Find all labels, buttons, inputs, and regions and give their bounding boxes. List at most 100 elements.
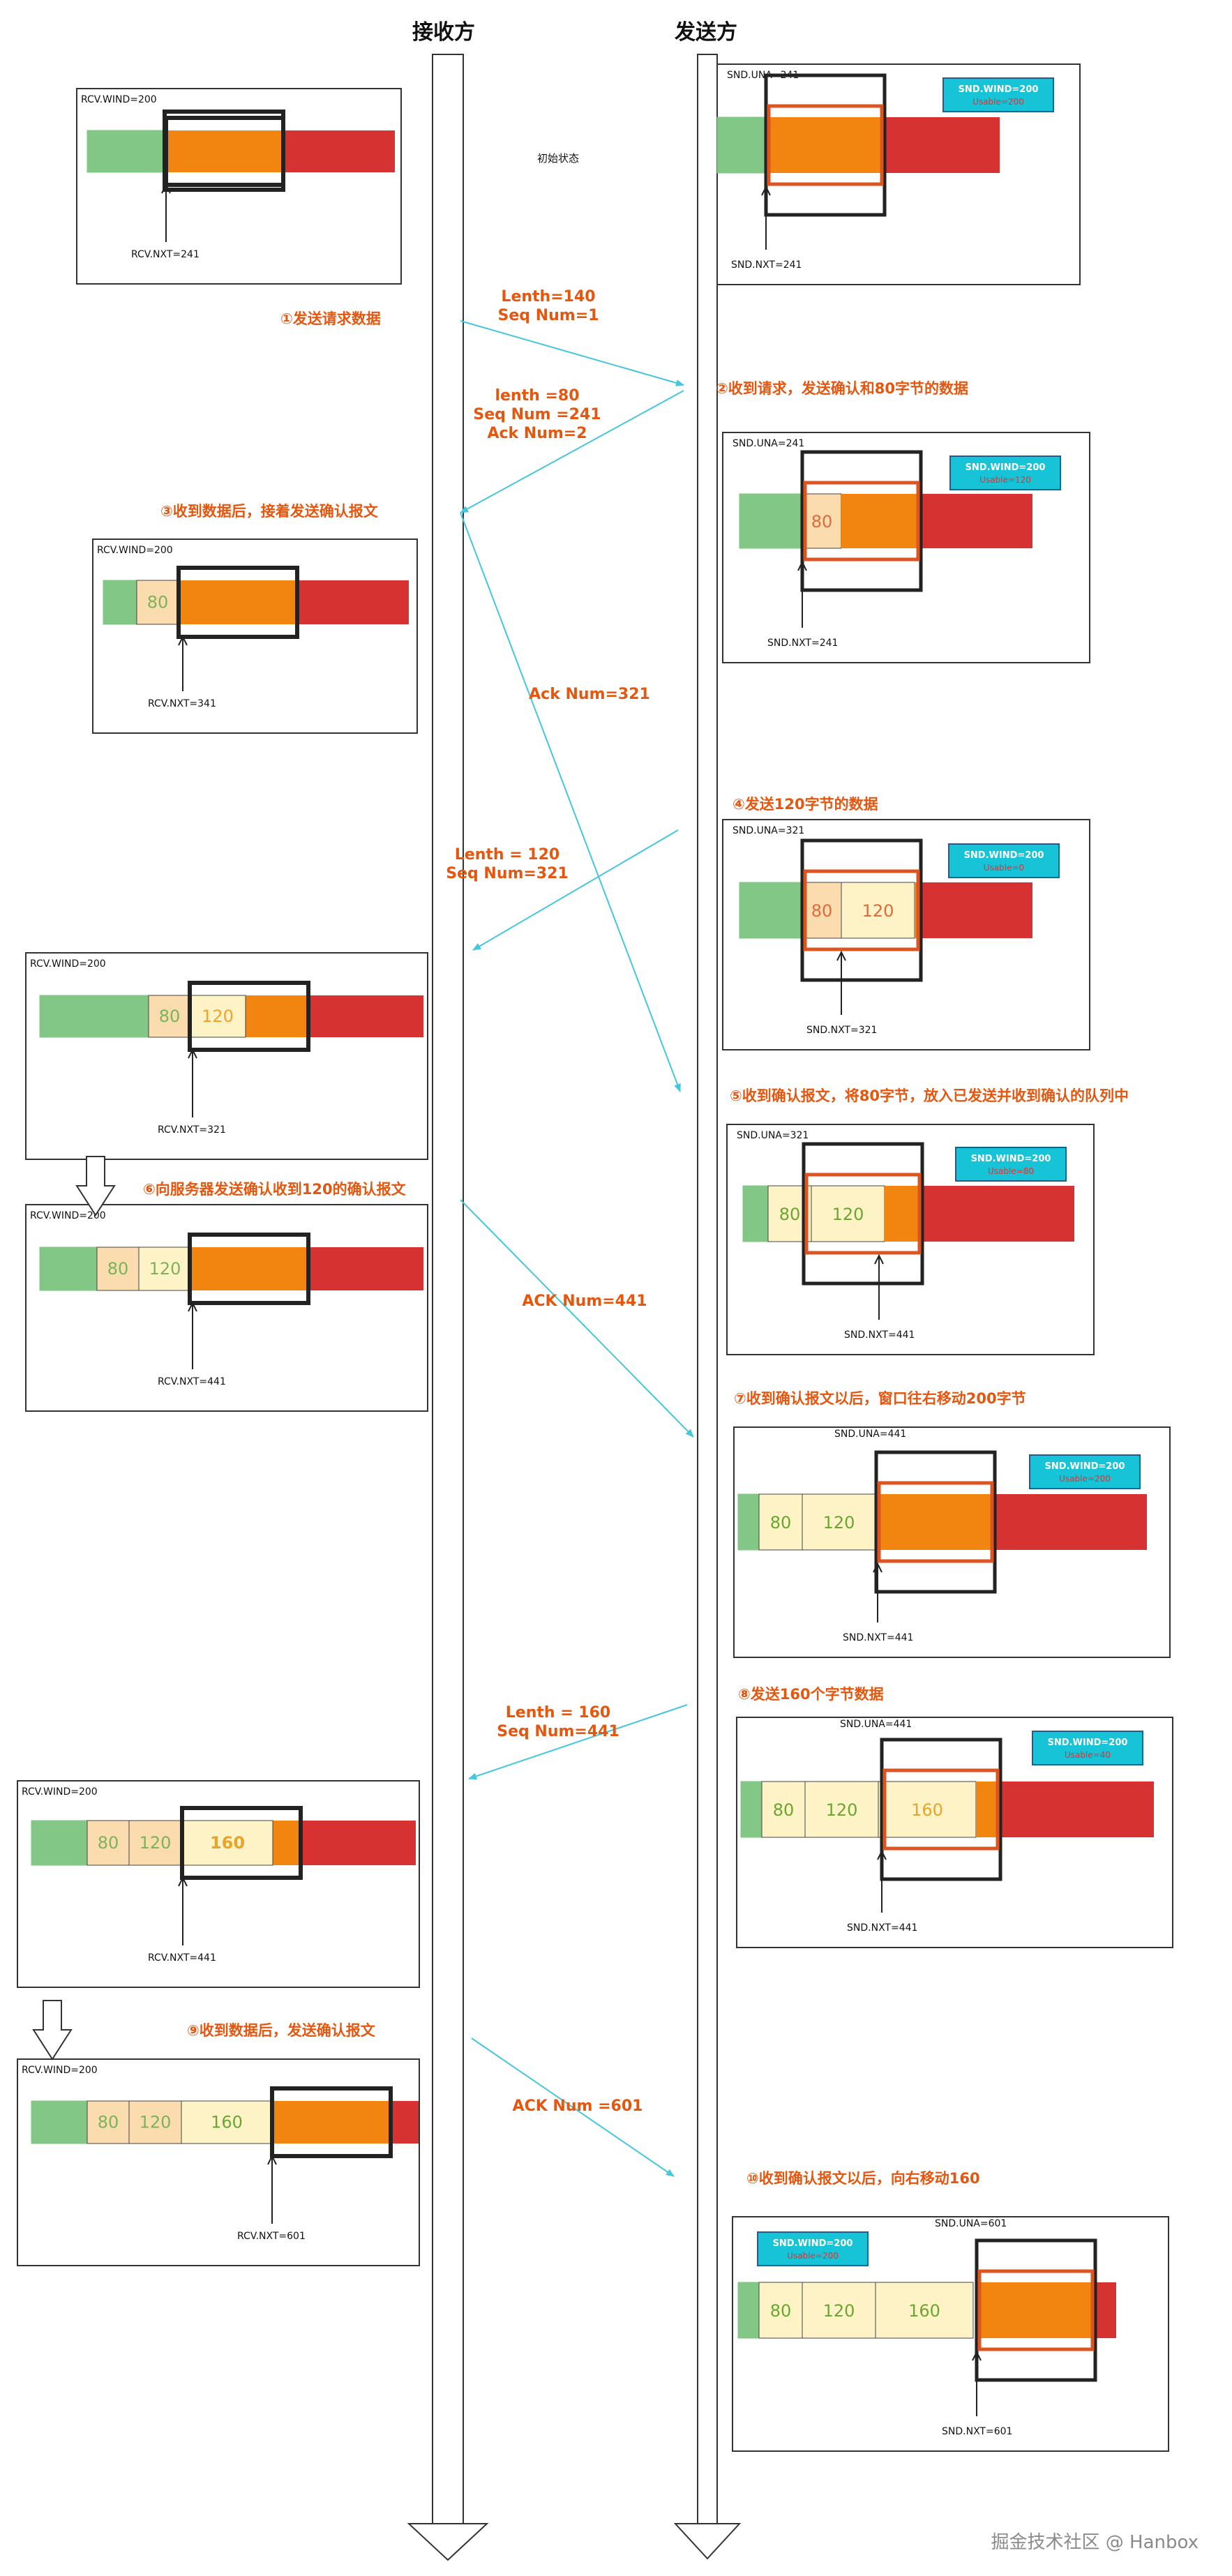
data-segment [181,2100,273,2144]
acked-region [87,130,165,173]
data-segment [87,1820,130,1866]
snd-usable-label: Usable=200 [1059,1474,1111,1484]
segment-value: 80 [773,1800,795,1820]
message-arrow [471,2038,675,2177]
segment-value: 160 [210,1833,245,1853]
rcv-nxt-label: RCV.NXT=601 [237,2231,306,2242]
segment-value: 80 [811,901,833,921]
data-segment [87,2100,130,2144]
not-allowed-region [1095,2282,1116,2338]
snd-wind-label: SND.WIND=200 [971,1154,1051,1164]
pointer-arrow-icon [874,1253,884,1265]
segment-value: 80 [779,1205,801,1224]
send-window-frame [800,450,923,592]
usable-window-frame [877,1481,994,1563]
snd-una-label: SND.UNA=241 [727,70,799,81]
segment-value: 120 [149,1259,181,1279]
snd-wind-label: SND.WIND=200 [966,462,1046,473]
usable-window-frame [803,481,920,562]
step-label: ⑧发送160个字节数据 [738,1686,884,1703]
usable-window-frame [804,1173,922,1255]
window-frame [163,110,285,192]
segment-value: 80 [811,512,833,532]
usable-window-frame [882,1768,1000,1851]
data-segment [148,995,191,1038]
send-window-frame [764,73,887,217]
not-allowed-region [391,2101,419,2144]
pointer-arrow-icon [178,635,188,646]
message-label: Seq Num=321 [446,865,569,882]
receiver-header: 接收方 [412,20,475,45]
send-window-frame [874,1450,997,1594]
acked-region [31,2100,88,2144]
rcv-wind-label: RCV.WIND=200 [30,1210,106,1221]
receive-window [179,580,297,624]
receiver-panel: RCV.WIND=20080120120RCV.NXT=321 [25,952,428,1160]
rcv-wind-label: RCV.WIND=200 [97,545,173,556]
data-segment [128,2100,182,2144]
data-segment [841,882,915,939]
pointer-arrow-icon [161,183,171,194]
segment-value: 120 [832,1205,864,1224]
message-label: Lenth = 120 [455,846,559,864]
message-label: Lenth=140 [501,288,595,306]
segment-value: 80 [107,1259,129,1279]
rcv-nxt-label: RCV.NXT=341 [148,698,216,709]
segment-value: 120 [140,2113,172,2132]
snd-usable-label: Usable=200 [787,2251,839,2261]
pointer-arrow-icon [797,560,807,571]
snd-wind-badge [949,455,1061,490]
sender-panel: SND.UNA=24180SND.WIND=200Usable=120SND.N… [722,432,1090,663]
segment-value: 160 [908,2301,940,2321]
data-segment [811,1185,885,1242]
snd-una-label: SND.UNA=601 [935,2218,1007,2229]
window-frame [176,566,299,639]
segment-value: 120 [826,1800,858,1820]
usable-window [977,2282,1095,2338]
message-label: Seq Num=1 [498,307,599,324]
snd-wind-badge [948,843,1060,878]
rcv-wind-label: RCV.WIND=200 [30,958,106,970]
watermark: 掘金技术社区 @ Hanbox [991,2532,1199,2553]
pointer-arrow-icon [873,1562,882,1573]
receive-window [166,130,283,172]
snd-nxt-label: SND.NXT=441 [844,1330,915,1341]
usable-window [876,1494,995,1550]
snd-wind-label: SND.WIND=200 [1045,1461,1125,1472]
message-arrow [460,390,684,513]
step-label: ⑥向服务器发送确认收到120的确认报文 [143,1181,407,1198]
step-label: ⑨收到数据后，发送确认报文 [187,2022,376,2039]
receiver-timeline [407,54,489,2561]
snd-nxt-label: SND.NXT=241 [731,259,802,271]
receiver-panel-frame [25,1204,428,1412]
sender-panel: SND.UNA=241SND.WIND=200Usable=200SND.NXT… [716,63,1081,285]
rcv-nxt-label: RCV.NXT=321 [158,1124,226,1136]
not-allowed-region [308,1247,423,1290]
not-allowed-region [921,882,1032,938]
data-segment [128,1820,182,1866]
usable-window-frame [977,2269,1095,2351]
pointer-arrow-icon [972,2350,982,2361]
snd-wind-label: SND.WIND=200 [959,84,1039,95]
data-segment [758,1493,803,1551]
message-label: ACK Num=441 [522,1293,647,1310]
sender-header: 发送方 [674,20,737,45]
window-frame [188,981,310,1052]
send-window-frame [880,1738,1002,1881]
sender-timeline [673,54,742,2560]
receive-window [190,1247,308,1290]
receiver-panel-frame [17,2058,420,2266]
snd-una-label: SND.UNA=441 [840,1719,912,1730]
usable-window-frame [767,104,884,186]
not-allowed-region [995,1494,1147,1550]
segment-value: 80 [147,593,169,612]
snd-wind-badge [1032,1731,1143,1765]
snd-nxt-label: SND.NXT=441 [843,1632,913,1643]
step-label: ⑦收到确认报文以后，窗口往右移动200字节 [734,1390,1026,1407]
segment-value: 80 [98,1833,119,1853]
